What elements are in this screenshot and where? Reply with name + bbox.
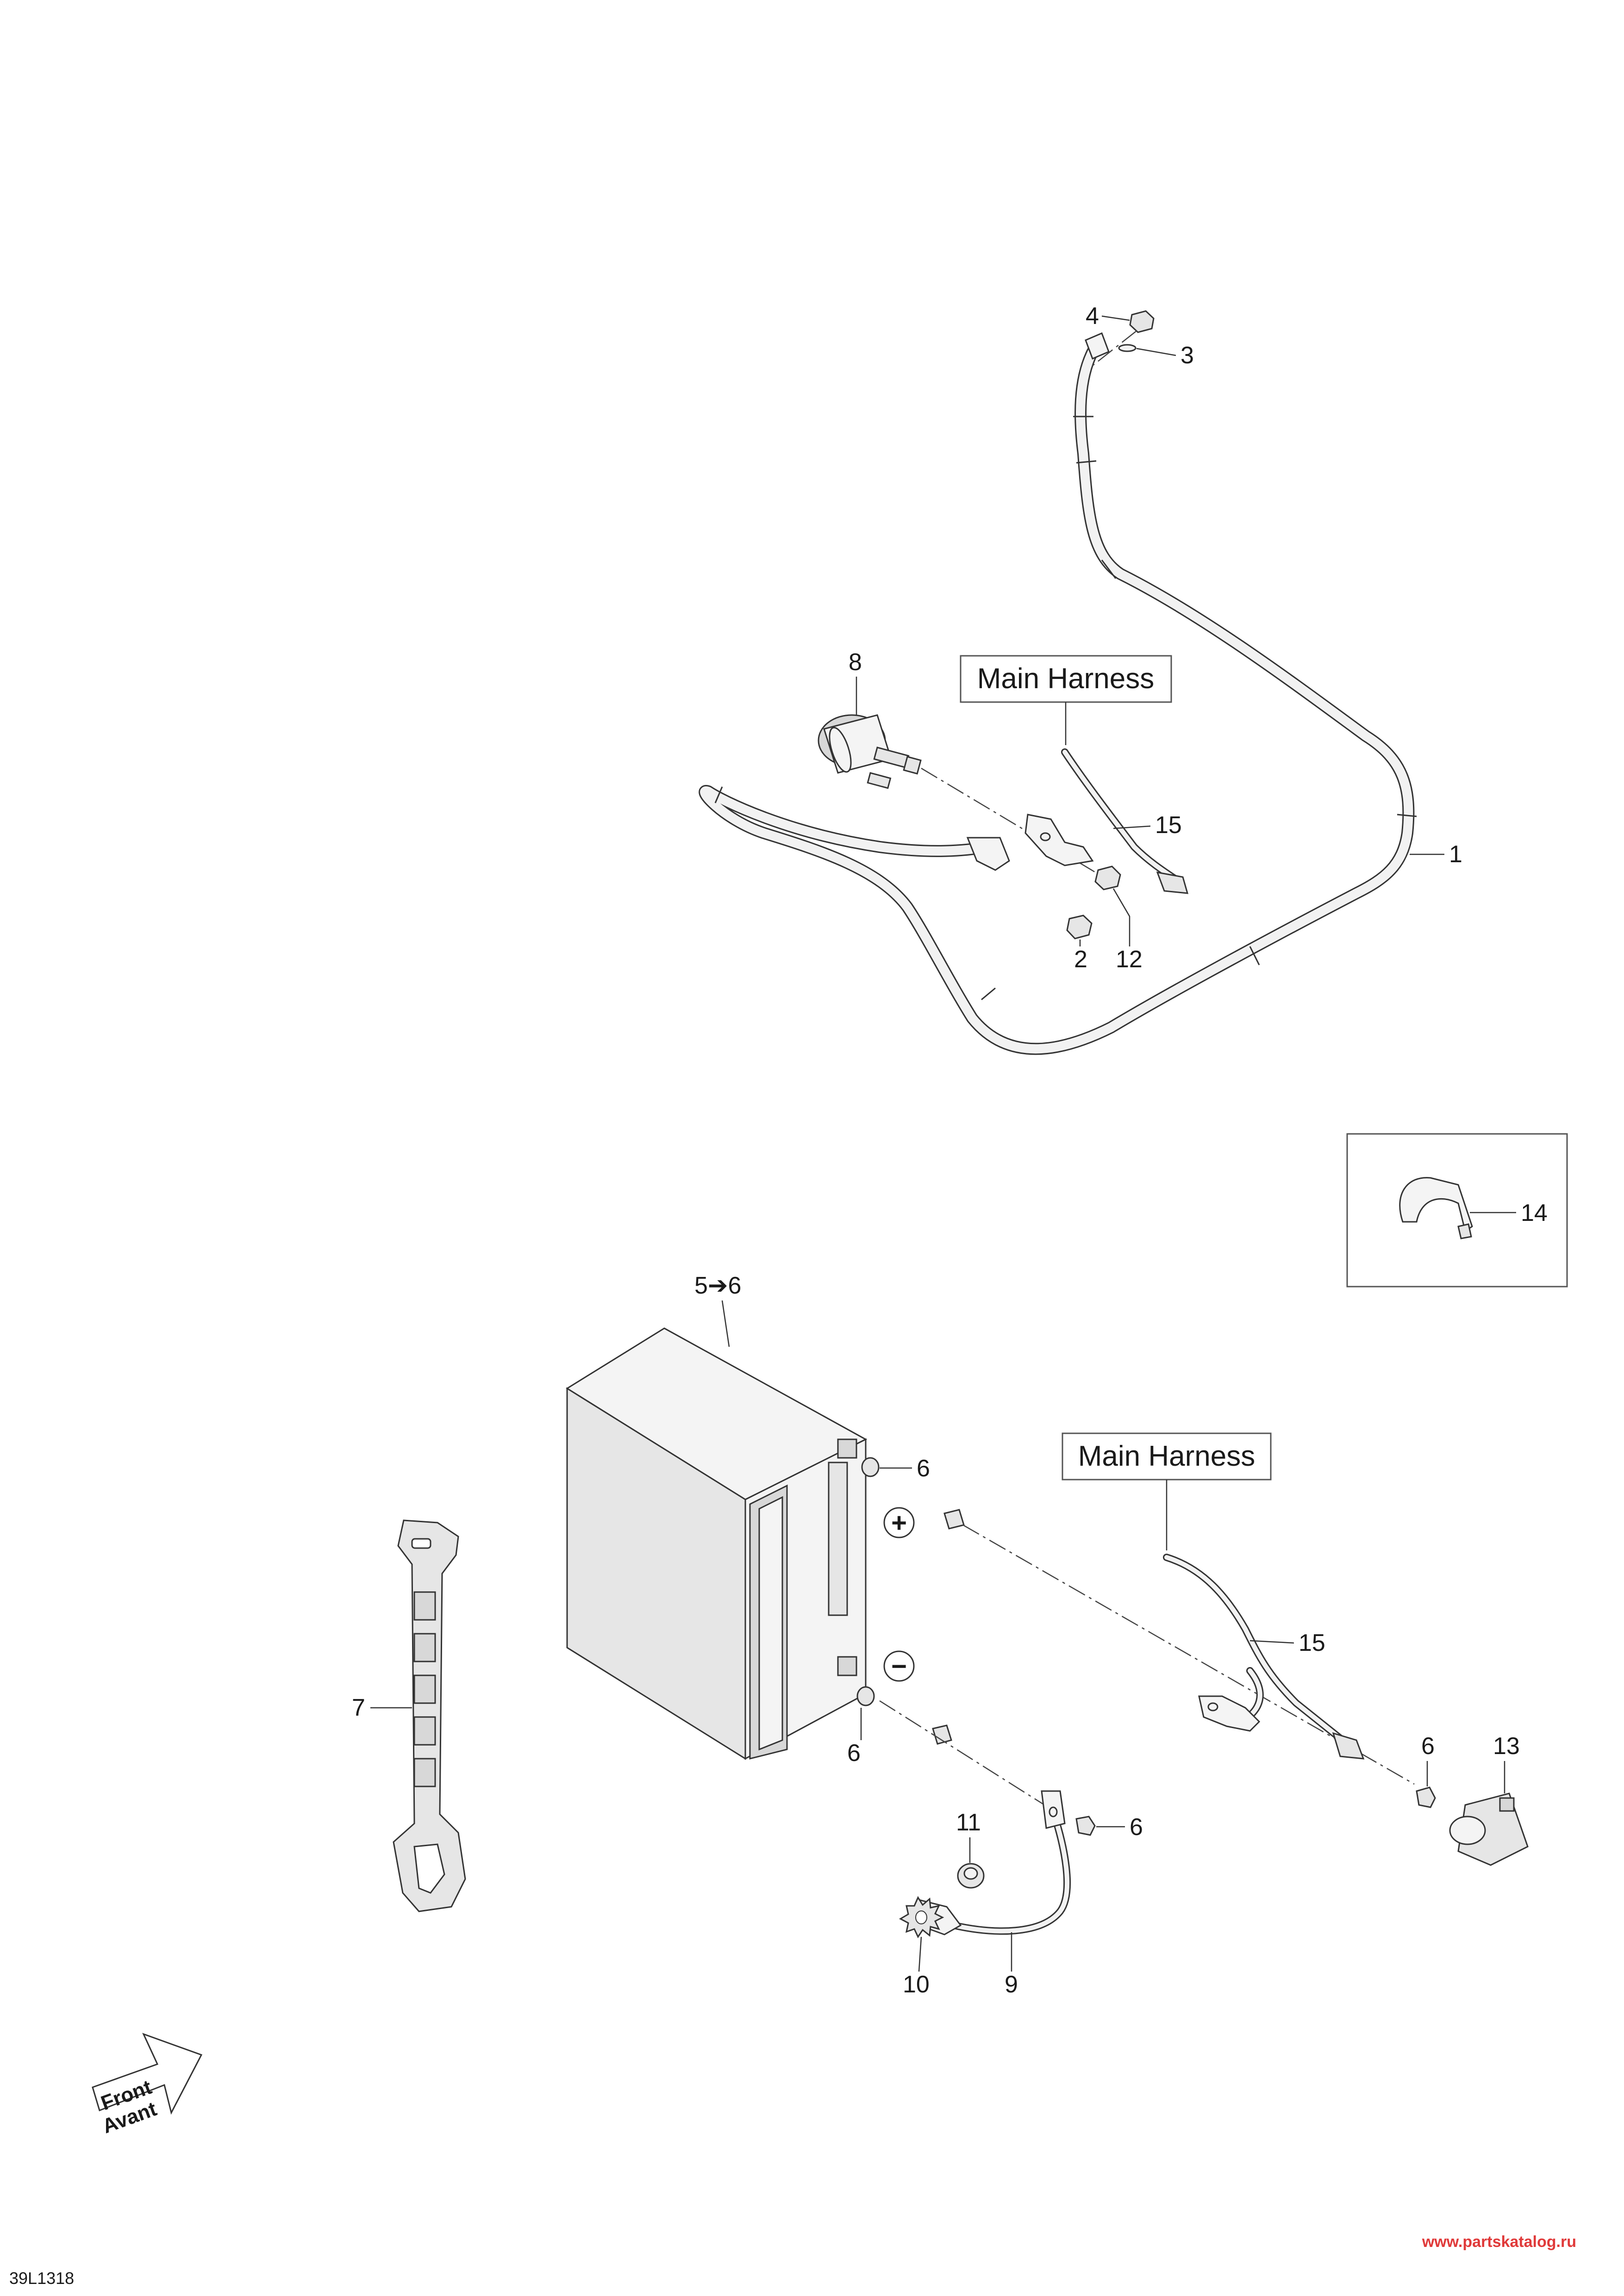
minus-circle-icon: − bbox=[883, 1650, 915, 1682]
main-harness-label-bottom: Main Harness bbox=[1062, 1432, 1272, 1481]
callout-3: 3 bbox=[1181, 342, 1194, 369]
bolt-part-6-ground bbox=[1075, 1816, 1096, 1836]
callout-7: 7 bbox=[352, 1694, 365, 1721]
main-harness-label-top: Main Harness bbox=[960, 655, 1172, 703]
front-direction-arrow-icon: Front Avant bbox=[92, 2033, 203, 2138]
source-url: www.partskatalog.ru bbox=[1422, 2233, 1576, 2251]
callout-12: 12 bbox=[1116, 946, 1143, 973]
solenoid-part-8 bbox=[818, 714, 922, 789]
callout-6-positive: 6 bbox=[917, 1455, 930, 1482]
callout-15-top: 15 bbox=[1155, 812, 1182, 839]
battery-strap-part-7 bbox=[393, 1519, 466, 1912]
callout-2: 2 bbox=[1074, 946, 1087, 973]
callout-8: 8 bbox=[849, 649, 862, 676]
diagram-code: 39L1318 bbox=[9, 2269, 74, 2288]
cable-part-15-bottom bbox=[1163, 1554, 1365, 1760]
callout-6-cap: 6 bbox=[1421, 1733, 1435, 1760]
callout-15-bottom: 15 bbox=[1299, 1630, 1325, 1656]
terminal-cap-part-13 bbox=[1449, 1792, 1529, 1866]
callout-6-ground: 6 bbox=[1130, 1814, 1143, 1841]
callout-10: 10 bbox=[903, 1971, 930, 1998]
cable-part-9 bbox=[918, 1790, 1071, 1935]
callout-11: 11 bbox=[956, 1809, 981, 1836]
callout-1: 1 bbox=[1449, 841, 1462, 868]
bolt-part-6-negative bbox=[856, 1686, 875, 1706]
svg-text:−: − bbox=[891, 1651, 907, 1681]
battery-part-5 bbox=[566, 1327, 868, 1760]
svg-text:Main Harness: Main Harness bbox=[977, 663, 1154, 695]
svg-text:Main Harness: Main Harness bbox=[1078, 1440, 1255, 1472]
plus-circle-icon: + bbox=[883, 1507, 915, 1538]
cable-part-15-top bbox=[1024, 748, 1189, 894]
nut-part-2 bbox=[1066, 915, 1093, 940]
nut-part-12 bbox=[1094, 865, 1121, 890]
bolt-part-6-positive bbox=[861, 1457, 880, 1477]
callout-6-negative: 6 bbox=[847, 1740, 861, 1767]
callout-14: 14 bbox=[1521, 1200, 1548, 1226]
bolt-part-6-cap bbox=[1416, 1786, 1436, 1808]
harness-part-1 bbox=[699, 332, 1417, 1055]
svg-text:+: + bbox=[891, 1508, 907, 1538]
inset-part-14 bbox=[1346, 1133, 1568, 1288]
callout-13: 13 bbox=[1493, 1733, 1520, 1760]
callout-5-6: 5➔6 bbox=[694, 1272, 741, 1299]
washer-part-3 bbox=[1118, 344, 1137, 352]
nut-part-4 bbox=[1129, 310, 1155, 333]
callout-9: 9 bbox=[1005, 1971, 1018, 1998]
spacer-part-11 bbox=[957, 1863, 985, 1889]
callout-4: 4 bbox=[1086, 303, 1099, 330]
star-washer-part-10 bbox=[899, 1896, 944, 1939]
